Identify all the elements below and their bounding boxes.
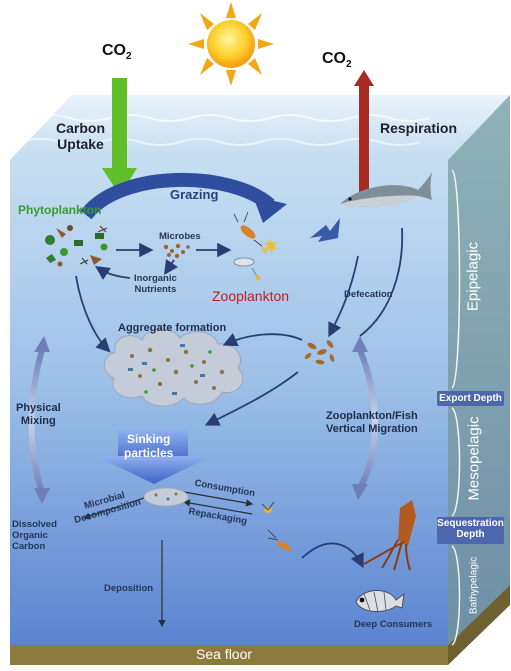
copepod-icon: [233, 211, 278, 281]
deep-fish-icon: [355, 590, 405, 613]
carbon-uptake-arrow: [102, 78, 137, 196]
physical-mixing-arrow: [28, 336, 50, 504]
aggregate-formation-label: Aggregate formation: [118, 322, 227, 334]
deep-aggregate: [143, 487, 189, 507]
mesopelagic-label: Mesopelagic: [465, 416, 483, 501]
aggregate-cloud: [103, 328, 244, 407]
sea-floor-label: Sea floor: [196, 646, 253, 662]
export-depth-badge: Export Depth: [437, 391, 504, 406]
phytoplankton-cluster: [45, 225, 108, 267]
nutrients-to-phyto-arrow: [95, 266, 131, 280]
microbes-to-nutrients-arrow: [164, 259, 178, 275]
decomposition-arrow: [82, 495, 151, 520]
defecation-arrow: [328, 255, 359, 338]
bathypelagic-label: Bathypelagic: [468, 556, 480, 615]
sinking-particles-arrow: [96, 430, 212, 484]
microbes-label: Microbes: [159, 231, 201, 242]
deposition-label: Deposition: [104, 583, 154, 594]
epipelagic-label: Epipelagic: [464, 241, 482, 312]
fish-defecation-curve: [359, 227, 404, 337]
co2-in-label: CO2: [102, 42, 132, 63]
side-panel: [448, 95, 510, 645]
phyto-to-aggregate-arrow: [75, 275, 111, 353]
zooplankton-label: Zooplankton: [212, 288, 290, 304]
phytoplankton-label: Phytoplankton: [18, 203, 102, 217]
consumption-arrow-top: [183, 491, 254, 507]
microbes-dots: [163, 243, 190, 259]
zoo-to-fish-arrow: [310, 218, 340, 242]
sun-icon: [188, 2, 274, 86]
co2-out-label: CO2: [322, 50, 352, 71]
repackaging-arrow: [182, 499, 253, 515]
squid-icon: [363, 500, 416, 571]
consumers-arrow: [301, 542, 364, 569]
deep-consumers-label: Deep Consumers: [354, 619, 433, 630]
defecation-label: Defecation: [344, 289, 393, 300]
pellets-to-sinking-arrow: [204, 371, 299, 426]
grazing-label: Grazing: [170, 187, 219, 202]
respiration-label: Respiration: [380, 120, 458, 136]
vertical-migration-arrow: [352, 336, 378, 500]
grazing-arrow: [80, 172, 275, 220]
respiration-arrow: [354, 70, 374, 192]
sea-floor-band: [10, 645, 448, 665]
pellets-to-aggregate-arrow: [222, 332, 303, 347]
ocean-front: [10, 160, 448, 645]
fish-icon: [340, 172, 432, 207]
fecal-pellets: [304, 340, 335, 365]
deep-copepods: [261, 501, 292, 551]
